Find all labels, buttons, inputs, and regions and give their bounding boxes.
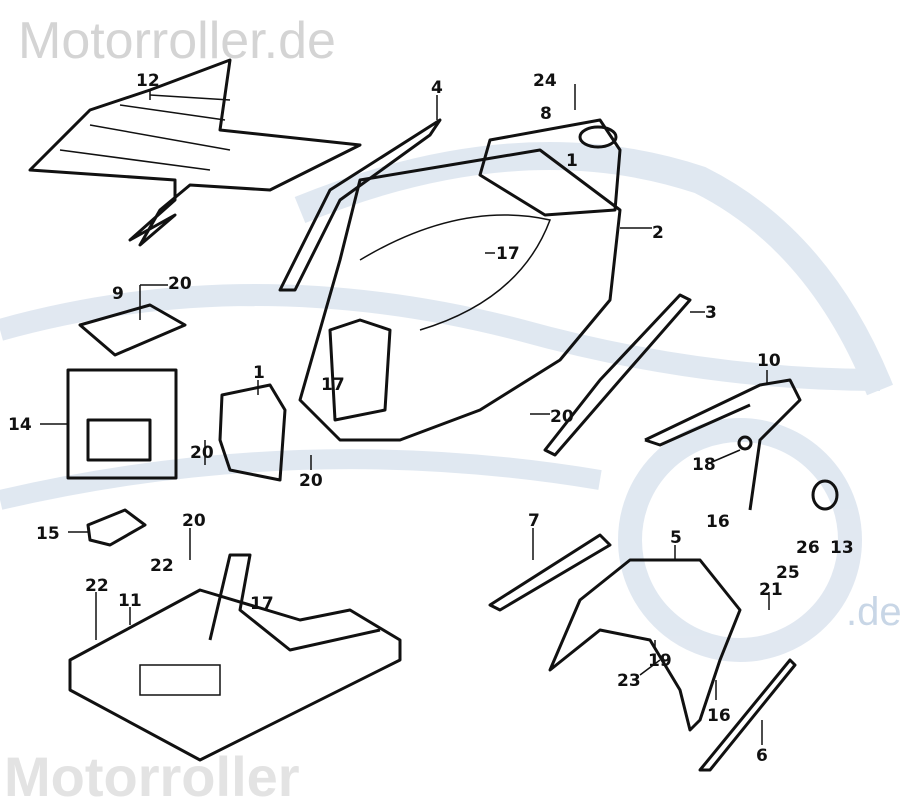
callout-14: 14: [8, 415, 32, 435]
watermark-bg-text: Motorroller: [4, 745, 300, 800]
callout-1b: 1: [253, 363, 265, 383]
callout-11: 11: [118, 591, 142, 611]
callout-17c: 17: [250, 594, 274, 614]
part-rear-carrier: [644, 378, 839, 511]
callout-6: 6: [756, 746, 768, 766]
callout-18: 18: [692, 455, 716, 475]
callout-3: 3: [705, 303, 717, 323]
callout-22: 22: [150, 556, 174, 576]
callout-1: 1: [566, 151, 578, 171]
callout-9: 9: [112, 284, 124, 304]
callout-4: 4: [431, 78, 443, 98]
callout-24: 24: [533, 71, 557, 91]
callout-23: 23: [617, 671, 641, 691]
callout-22b: 22: [85, 576, 109, 596]
background-watermark: [0, 142, 893, 662]
callout-13: 13: [830, 538, 854, 558]
leader-lines: [40, 84, 770, 745]
callout-21: 21: [759, 580, 783, 600]
callout-20b: 20: [190, 443, 214, 463]
callout-labels: 12 4 24 8 1 2 17 3 9 20 14 1 17 20 20 20…: [8, 71, 854, 766]
callout-5: 5: [670, 528, 682, 548]
part-block-15: [86, 508, 147, 547]
callout-17: 17: [496, 244, 520, 264]
part-floor-frame: [68, 553, 402, 762]
callout-12: 12: [136, 71, 160, 91]
watermark-top-text: Motorroller.de: [18, 12, 336, 70]
callout-26: 26: [796, 538, 820, 558]
part-rear-fender: [488, 533, 742, 732]
callout-20: 20: [168, 274, 192, 294]
callout-7: 7: [528, 511, 540, 531]
callout-25: 25: [776, 563, 800, 583]
part-body-cover: [298, 118, 622, 442]
callout-8: 8: [540, 104, 552, 124]
watermark-suffix: .de: [846, 590, 900, 634]
callout-2: 2: [652, 223, 664, 243]
part-side-strips: [278, 118, 797, 772]
callout-16: 16: [706, 512, 730, 532]
callout-16b: 16: [707, 706, 731, 726]
callout-20d: 20: [550, 407, 574, 427]
callout-15: 15: [36, 524, 60, 544]
callout-10: 10: [757, 351, 781, 371]
callout-19: 19: [648, 651, 672, 671]
callout-20c: 20: [299, 471, 323, 491]
part-plate-9: [78, 303, 187, 357]
part-floor-mat: [28, 58, 362, 247]
part-bracket-1: [218, 383, 287, 482]
callout-17b: 17: [321, 375, 345, 395]
callout-20e: 20: [182, 511, 206, 531]
